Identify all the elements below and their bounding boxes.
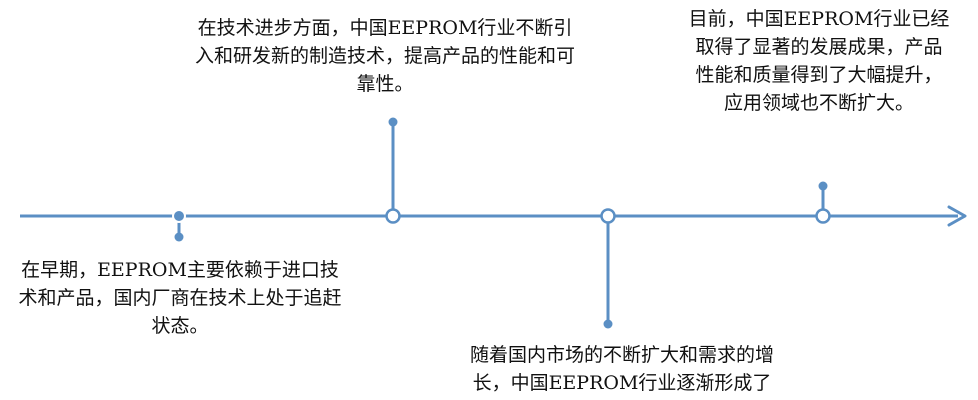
event-node-current xyxy=(815,208,831,224)
event-text-early: 在早期，EEPROM主要依赖于进口技术和产品，国内厂商在技术上处于追赶状态。 xyxy=(18,259,342,337)
event-node-early xyxy=(172,209,186,223)
event-end-dot-market-growth xyxy=(603,319,613,329)
event-end-dot-early xyxy=(174,232,184,242)
event-end-dot-tech-progress xyxy=(388,117,398,127)
timeline-arrowhead xyxy=(947,205,967,227)
event-end-dot-current xyxy=(818,181,828,191)
event-text-current: 目前，中国EEPROM行业已经取得了显著的发展成果，产品性能和质量得到了大幅提升… xyxy=(688,8,950,114)
event-text-tech-progress: 在技术进步方面，中国EEPROM行业不断引入和研发新的制造技术，提高产品的性能和… xyxy=(195,17,576,95)
event-node-tech-progress xyxy=(385,208,401,224)
event-node-market-growth xyxy=(600,208,616,224)
event-text-market-growth: 随着国内市场的不断扩大和需求的增长，中国EEPROM行业逐渐形成了 xyxy=(469,344,774,394)
